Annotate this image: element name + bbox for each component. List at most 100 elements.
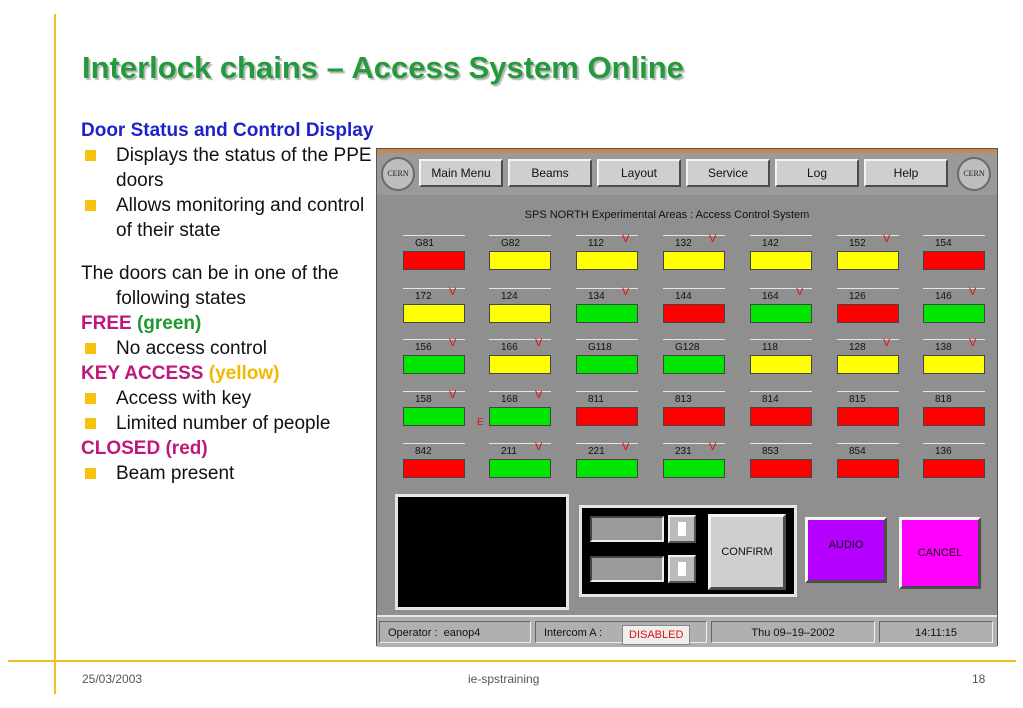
door-label: 211 [489,443,551,458]
door-status-indicator[interactable] [750,251,812,270]
door-status-indicator[interactable] [576,407,638,426]
bullet-item: No access control [81,336,376,361]
door-status-indicator[interactable] [837,304,899,323]
door-status-indicator[interactable] [663,355,725,374]
door-status-indicator[interactable] [923,251,985,270]
door-814[interactable]: 814 [750,391,812,426]
door-v-marker: V [449,337,457,349]
selector-button-2[interactable] [668,555,696,583]
menu-button-beams[interactable]: Beams [508,159,592,187]
door-G81[interactable]: G81 [403,235,465,270]
door-G118[interactable]: G118 [576,339,638,374]
door-status-indicator[interactable] [750,304,812,323]
door-status-indicator[interactable] [923,304,985,323]
door-status-indicator[interactable] [750,459,812,478]
selection-field-2[interactable] [590,556,664,582]
door-status-indicator[interactable] [837,355,899,374]
door-status-indicator[interactable] [403,407,465,426]
menu-button-service[interactable]: Service [686,159,770,187]
door-status-indicator[interactable] [489,251,551,270]
door-label: 168 [489,391,551,406]
selection-field-1[interactable] [590,516,664,542]
selector-button-1[interactable] [668,515,696,543]
door-126[interactable]: 126 [837,288,899,323]
door-853[interactable]: 853 [750,443,812,478]
door-v-marker: V [883,337,891,349]
door-124[interactable]: 124 [489,288,551,323]
door-status-indicator[interactable] [923,459,985,478]
door-status-indicator[interactable] [837,251,899,270]
intercom-field: Intercom A :DISABLED [535,621,707,645]
door-status-indicator[interactable] [923,407,985,426]
door-status-indicator[interactable] [750,355,812,374]
menu-button-log[interactable]: Log [775,159,859,187]
door-136[interactable]: 136 [923,443,985,478]
door-status-indicator[interactable] [403,355,465,374]
door-811[interactable]: 811 [576,391,638,426]
door-status-indicator[interactable] [837,407,899,426]
door-status-indicator[interactable] [750,407,812,426]
door-status-indicator[interactable] [576,459,638,478]
door-label: 144 [663,288,725,303]
cancel-button[interactable]: CANCEL [899,517,981,589]
door-144[interactable]: 144 [663,288,725,323]
door-label: 142 [750,235,812,250]
door-status-indicator[interactable] [489,407,551,426]
audio-button[interactable]: AUDIO [805,517,887,583]
door-v-marker: V [709,233,717,245]
door-status-indicator[interactable] [489,459,551,478]
subtitle: Door Status and Control Display [81,120,374,141]
door-status-indicator[interactable] [663,304,725,323]
door-status-indicator[interactable] [403,251,465,270]
door-118[interactable]: 118 [750,339,812,374]
menu-button-layout[interactable]: Layout [597,159,681,187]
menu-button-help[interactable]: Help [864,159,948,187]
door-status-indicator[interactable] [403,459,465,478]
door-label: 136 [923,443,985,458]
door-status-indicator[interactable] [489,304,551,323]
door-label: 164 [750,288,812,303]
door-status-indicator[interactable] [837,459,899,478]
door-status-indicator[interactable] [663,459,725,478]
door-status-indicator[interactable] [663,407,725,426]
door-status-indicator[interactable] [663,251,725,270]
door-G82[interactable]: G82 [489,235,551,270]
door-842[interactable]: 842 [403,443,465,478]
door-status-indicator[interactable] [576,304,638,323]
cern-logo-icon: CERN [381,157,415,191]
door-status-indicator[interactable] [576,251,638,270]
door-818[interactable]: 818 [923,391,985,426]
door-815[interactable]: 815 [837,391,899,426]
door-v-marker: V [709,441,717,453]
confirm-button[interactable]: CONFIRM [708,514,786,590]
door-854[interactable]: 854 [837,443,899,478]
door-status-indicator[interactable] [923,355,985,374]
door-142[interactable]: 142 [750,235,812,270]
door-G128[interactable]: G128 [663,339,725,374]
bullet-item: Limited number of people [81,411,376,436]
door-154[interactable]: 154 [923,235,985,270]
door-label: 118 [750,339,812,354]
bullet-item: Displays the status of the PPE doors [81,143,376,193]
door-status-indicator[interactable] [403,304,465,323]
door-status-indicator[interactable] [489,355,551,374]
door-813[interactable]: 813 [663,391,725,426]
menu-button-main-menu[interactable]: Main Menu [419,159,503,187]
door-status-indicator[interactable] [576,355,638,374]
